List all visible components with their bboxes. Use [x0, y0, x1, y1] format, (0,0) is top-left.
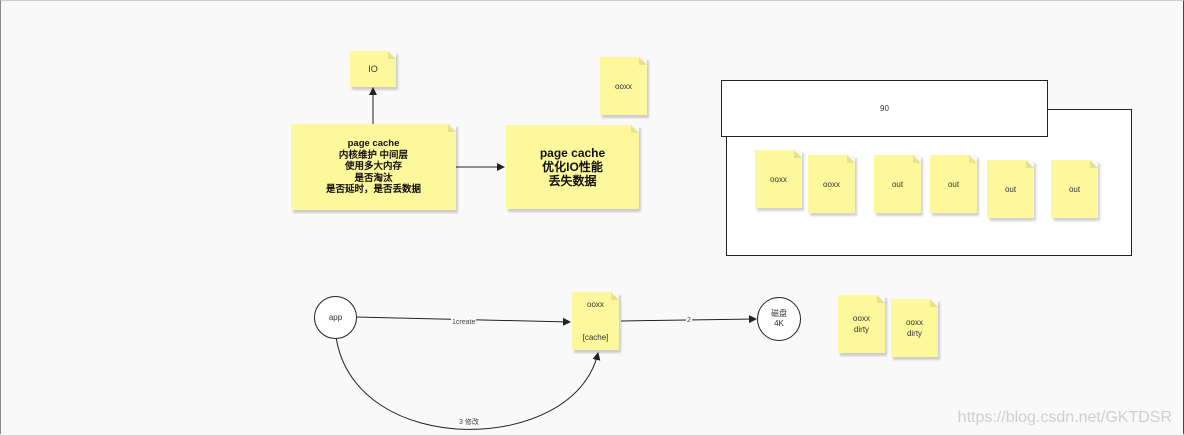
note-dirty-2: ooxx dirty [891, 299, 938, 357]
note-group-out-2: out [930, 155, 977, 213]
watermark-text: https://blog.csdn.net/GKTDSR [957, 409, 1172, 426]
node-app: app [314, 296, 357, 339]
note-page-cache-main: page cache 优化IO性能 丢失数据 [506, 125, 639, 209]
note-group-out-1: out [874, 155, 921, 213]
note-group-out-4: out [1051, 160, 1098, 218]
note-dirty-1: ooxx dirty [838, 295, 885, 353]
note-page-cache-desc: page cache 内核维护 中间层 使用多大内存 是否淘汰 是否延时，是否丢… [291, 124, 456, 210]
node-disk: 磁盘 4K [757, 297, 801, 341]
note-group-ooxx-1: ooxx [755, 150, 802, 208]
box-90: 90 [721, 80, 1048, 137]
note-io: IO [350, 51, 396, 87]
note-file-cache: ooxx [cache] [572, 292, 619, 350]
arrow-modify [335, 336, 601, 430]
edge-label-create: 1create [451, 318, 477, 327]
note-group-out-3: out [987, 160, 1034, 218]
note-ooxx-top: ooxx [600, 57, 647, 115]
note-group-ooxx-2: ooxx [808, 155, 855, 213]
edge-label-two: 2 [686, 316, 692, 325]
edge-label-modify: 3 修改 [458, 418, 480, 427]
box-90-label: 90 [880, 104, 889, 113]
